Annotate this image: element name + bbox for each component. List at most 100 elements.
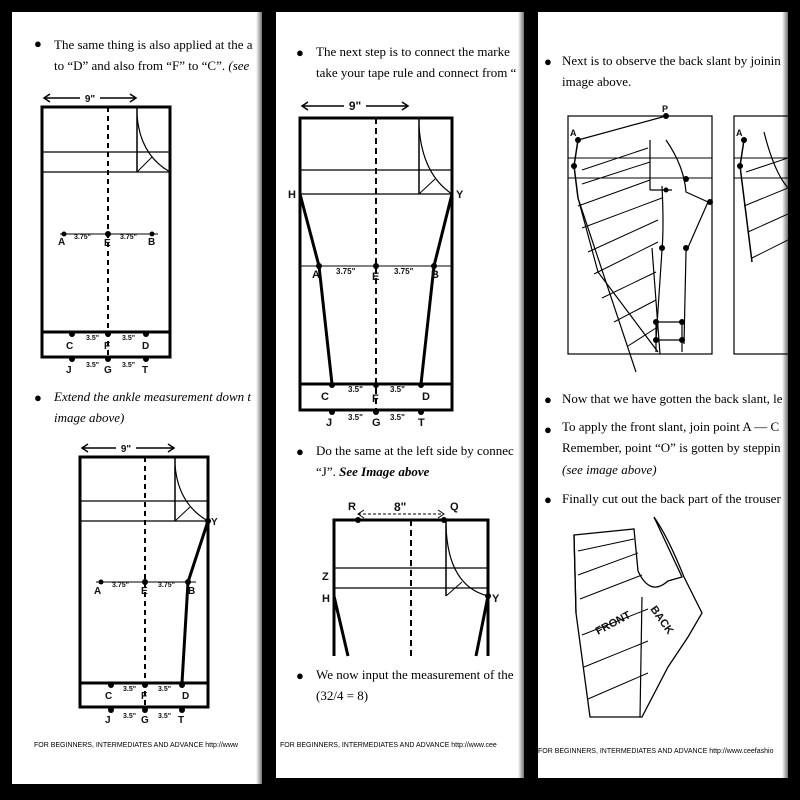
svg-text:H: H: [322, 593, 330, 605]
svg-text:Y: Y: [456, 189, 464, 201]
page3-bullet1-line1: Next is to observe the back slant by joi…: [562, 53, 781, 68]
svg-text:A: A: [736, 128, 743, 138]
page1-bullet2-line2: image above): [54, 410, 125, 426]
svg-text:F: F: [104, 341, 110, 352]
svg-text:H: H: [288, 189, 296, 201]
page2-pattern-figure-1: 9" H Y A E B 3.75" 3.75" C F D 3.5" 3.5"…: [288, 97, 464, 429]
svg-text:E: E: [141, 586, 148, 597]
svg-text:3.5": 3.5": [390, 385, 405, 394]
svg-text:G: G: [104, 365, 112, 376]
page3-bullet3-line2: Remember, point “O” is gotten by steppin: [562, 440, 781, 456]
svg-text:J: J: [66, 365, 72, 376]
width-label: 9": [85, 94, 96, 105]
svg-text:C: C: [321, 391, 329, 403]
svg-text:E: E: [372, 271, 379, 283]
back-label: BACK: [648, 604, 676, 637]
svg-text:T: T: [178, 715, 184, 726]
page1-pattern-figure-1: 9" A E B 3.75" 3.75" C F D 3.5" 3.5" J G…: [40, 90, 172, 376]
svg-text:D: D: [422, 391, 430, 403]
page1-bullet1-line2: to “D” and also from “F” to “C”. (see: [54, 58, 250, 74]
svg-text:Q: Q: [450, 501, 459, 513]
document-page-1: ● The same thing is also applied at the …: [12, 12, 262, 784]
svg-text:B: B: [148, 237, 155, 248]
svg-text:3.5": 3.5": [86, 362, 99, 369]
svg-text:3.5": 3.5": [122, 362, 135, 369]
svg-text:8": 8": [394, 500, 406, 514]
page2-bullet3-line1: We now input the measurement of the: [316, 667, 514, 682]
page1-pattern-figure-2: 9" Y A E B 3.75" 3.75" C F D 3.5" 3.5" J…: [78, 440, 218, 726]
page1-bullet1-line1: The same thing is also applied at the a: [54, 37, 253, 52]
bullet: ●: [296, 45, 304, 60]
svg-text:D: D: [182, 691, 189, 702]
front-label: FRONT: [594, 609, 633, 638]
page2-pattern-figure-2: R 8" Q Z H Y: [322, 500, 500, 657]
svg-text:J: J: [105, 715, 111, 726]
page2-bullet1-line2: take your tape rule and connect from “: [316, 65, 517, 81]
bullet: ●: [544, 422, 552, 437]
page2-bullet2-line2: “J”. See Image above: [316, 464, 430, 480]
svg-text:9": 9": [349, 99, 361, 113]
svg-text:Y: Y: [492, 593, 500, 605]
svg-text:A: A: [58, 237, 65, 248]
svg-text:3.5": 3.5": [86, 335, 99, 342]
page3-trouser-cutout-figure: FRONT BACK: [573, 516, 703, 718]
bullet: ●: [544, 392, 552, 407]
svg-text:G: G: [372, 417, 381, 429]
svg-text:A: A: [570, 128, 577, 138]
svg-text:G: G: [141, 715, 149, 726]
svg-text:9": 9": [121, 444, 132, 455]
bullet: ●: [544, 492, 552, 507]
svg-text:B: B: [431, 269, 439, 281]
svg-text:3.5": 3.5": [158, 686, 171, 693]
bullet: ●: [296, 444, 304, 459]
bullet: ●: [34, 390, 42, 405]
page3-bullet3-line3: (see image above): [562, 461, 657, 477]
svg-text:C: C: [66, 341, 73, 352]
bullet: ●: [544, 54, 552, 69]
document-page-3: ● Next is to observe the back slant by j…: [538, 12, 788, 778]
page3-bullet1-line2: image above.: [562, 74, 632, 90]
svg-text:B: B: [188, 586, 195, 597]
bullet: ●: [296, 668, 304, 683]
page2-bullet1-line1: The next step is to connect the marke: [316, 44, 510, 59]
page-edge-shadow: [256, 12, 262, 784]
svg-text:C: C: [105, 691, 112, 702]
svg-text:A: A: [94, 586, 101, 597]
svg-text:Y: Y: [211, 517, 218, 528]
svg-text:F: F: [372, 393, 379, 405]
svg-text:3.75": 3.75": [120, 234, 137, 241]
svg-text:3.5": 3.5": [158, 713, 171, 720]
svg-text:3.5": 3.5": [348, 413, 363, 422]
page3-bullet4-line1: Finally cut out the back part of the tro…: [562, 491, 781, 506]
svg-text:R: R: [348, 501, 356, 513]
page3-bullet2-line1: Now that we have gotten the back slant, …: [562, 391, 783, 406]
svg-text:3.5": 3.5": [390, 413, 405, 422]
page-edge-shadow: [518, 12, 524, 778]
bullet: ●: [34, 36, 42, 51]
svg-text:T: T: [418, 417, 425, 429]
svg-text:T: T: [142, 365, 148, 376]
svg-text:A: A: [312, 269, 320, 281]
svg-text:3.75": 3.75": [158, 582, 175, 589]
page2-bullet3-line2: (32/4 = 8): [316, 688, 369, 704]
svg-text:J: J: [326, 417, 332, 429]
page-edge-shadow: [782, 12, 788, 778]
page2-footer: FOR BEGINNERS, INTERMEDIATES AND ADVANCE…: [280, 742, 497, 749]
svg-text:3.75": 3.75": [112, 582, 129, 589]
page3-bullet3-line1: To apply the front slant, join point A —…: [562, 419, 780, 434]
page3-footer: FOR BEGINNERS, INTERMEDIATES AND ADVANCE…: [538, 748, 774, 755]
svg-text:3.5": 3.5": [122, 335, 135, 342]
document-page-2: ● The next step is to connect the marke …: [276, 12, 524, 778]
svg-text:Z: Z: [322, 571, 329, 583]
page1-footer: FOR BEGINNERS, INTERMEDIATES AND ADVANCE…: [34, 742, 238, 749]
svg-text:3.75": 3.75": [74, 234, 91, 241]
page3-back-slant-figure: P A A: [567, 104, 788, 373]
svg-text:3.5": 3.5": [123, 686, 136, 693]
svg-text:3.5": 3.5": [348, 385, 363, 394]
svg-text:3.75": 3.75": [394, 267, 414, 276]
page1-bullet2-line1: Extend the ankle measurement down t: [54, 389, 251, 404]
page2-bullet2-line1: Do the same at the left side by connec: [316, 443, 514, 458]
svg-text:P: P: [662, 104, 668, 114]
svg-text:E: E: [104, 238, 111, 249]
svg-text:3.75": 3.75": [336, 267, 356, 276]
